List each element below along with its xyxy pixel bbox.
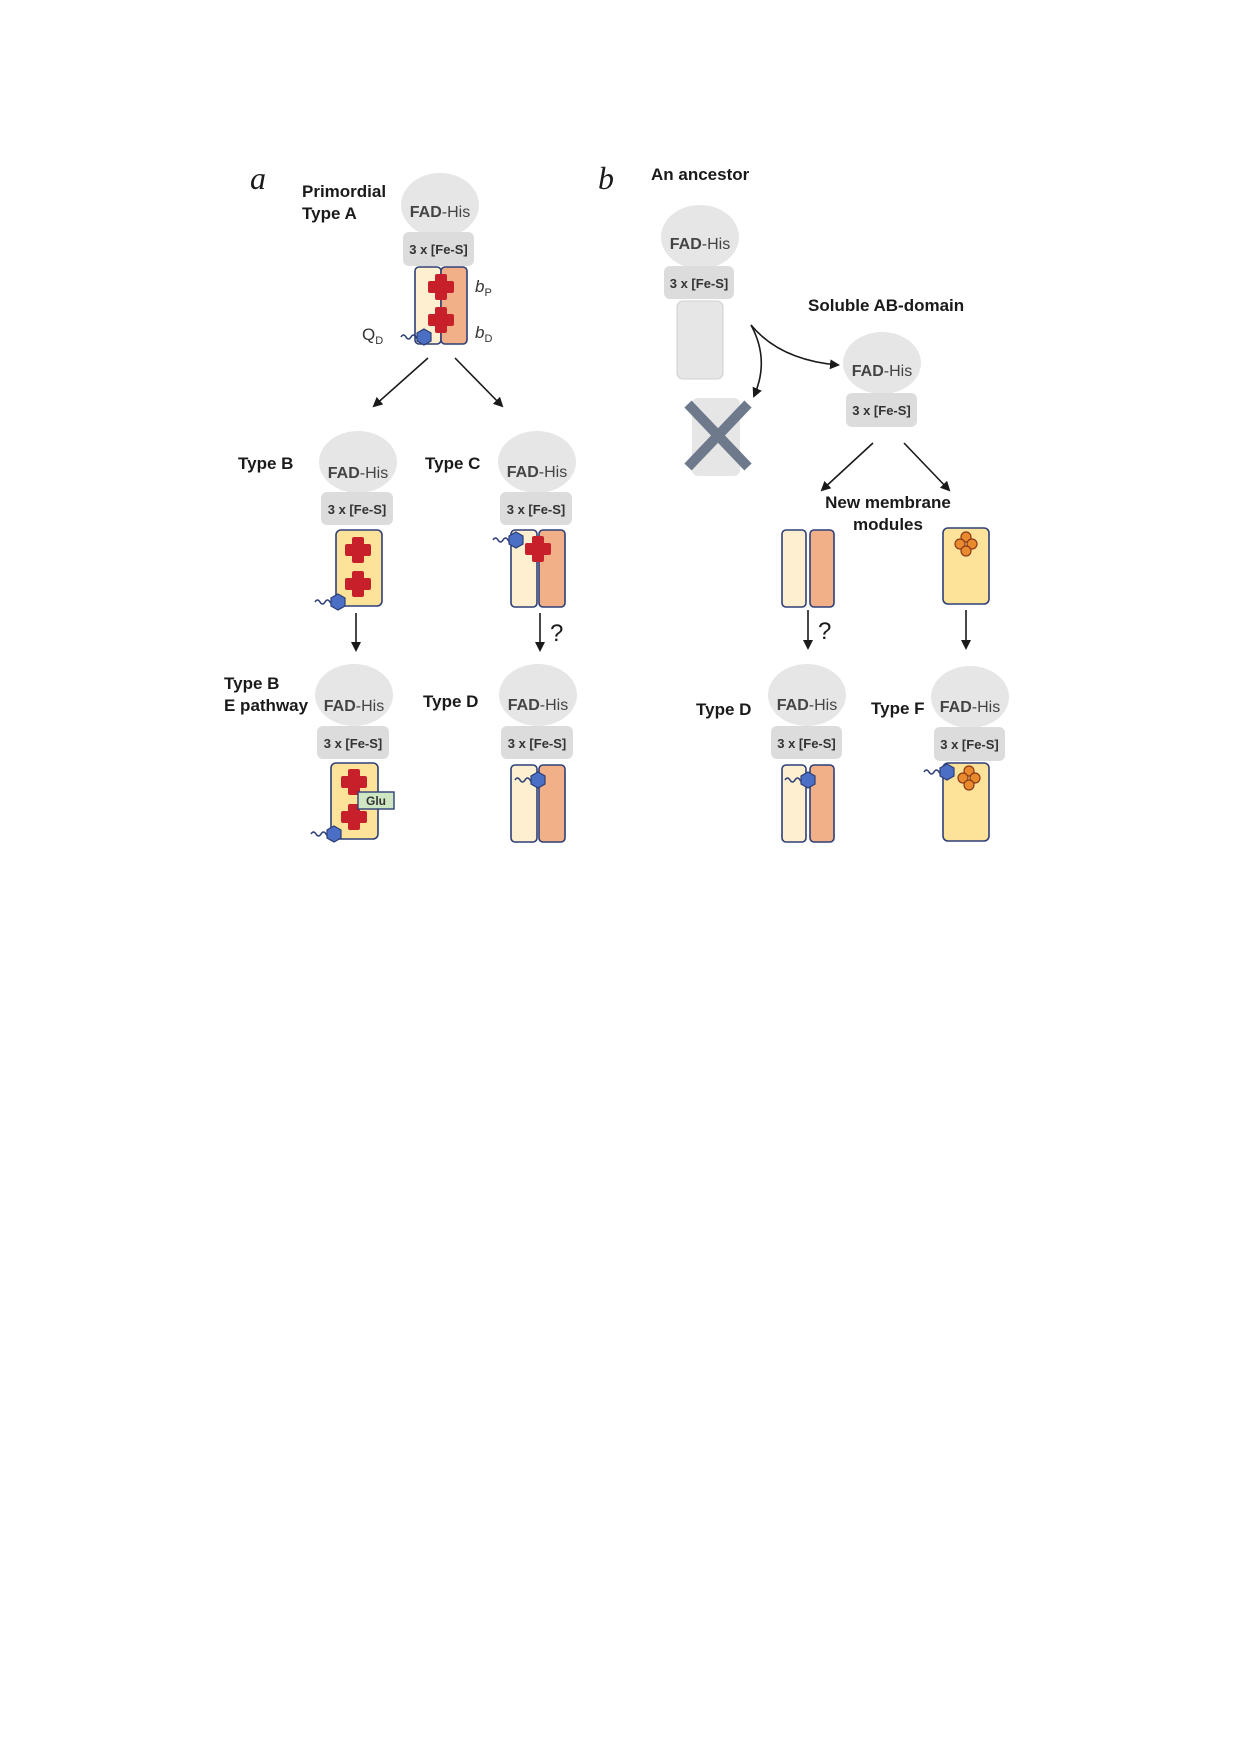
- type-f-complex: FAD-His 3 x [Fe-S]: [923, 666, 1009, 842]
- fes-label: 3 x [Fe-S]: [940, 737, 999, 752]
- glu-residue-box: [357, 791, 395, 810]
- fes-label: 3 x [Fe-S]: [507, 502, 566, 517]
- type-d-label-a: Type D: [423, 692, 478, 711]
- ancestral-membrane-domain: [676, 300, 724, 380]
- fes-label: 3 x [Fe-S]: [670, 276, 729, 291]
- bp-label: bP: [475, 277, 492, 299]
- arrow-soluble-right: [903, 442, 951, 492]
- ancestor-complex: FAD-His 3 x [Fe-S]: [661, 205, 739, 380]
- quinone: [314, 593, 346, 611]
- ancestor-label: An ancestor: [651, 165, 750, 184]
- fes-domain: [846, 393, 917, 427]
- fad-his-label: FAD-His: [777, 697, 837, 714]
- qd-label: QD: [362, 325, 383, 347]
- fes-cofactor-cluster: [957, 765, 981, 791]
- fes-label: 3 x [Fe-S]: [409, 242, 468, 257]
- fad-domain: [843, 332, 921, 394]
- fad-domain: [768, 664, 846, 726]
- soluble-ab-label: Soluble AB-domain: [808, 296, 964, 315]
- type-f-label: Type F: [871, 699, 925, 718]
- fes-label: 3 x [Fe-S]: [324, 736, 383, 751]
- primordial-type-a-complex: FAD-His 3 x [Fe-S]: [400, 173, 479, 346]
- fad-his-label: FAD-His: [508, 697, 568, 714]
- question-mark-c: ?: [550, 620, 563, 647]
- fad-domain: [931, 666, 1009, 728]
- membrane-subunit-light: [781, 764, 807, 843]
- fad-his-label: FAD-His: [940, 699, 1000, 716]
- fes-domain: [500, 492, 572, 525]
- fes-label: 3 x [Fe-S]: [777, 736, 836, 751]
- fes-cofactor-cluster: [954, 531, 978, 557]
- type-b-e-pathway-complex: FAD-His 3 x [Fe-S] Glu: [310, 664, 395, 843]
- fes-label: 3 x [Fe-S]: [852, 403, 911, 418]
- primordial-label-line1: Primordial: [302, 182, 386, 201]
- fes-label: 3 x [Fe-S]: [328, 502, 387, 517]
- soluble-ab-complex: FAD-His 3 x [Fe-S]: [843, 332, 921, 427]
- fad-domain: [401, 173, 479, 237]
- new-membrane-label-line1: New membrane: [825, 493, 951, 512]
- type-b-e-label-line1: Type B: [224, 674, 279, 693]
- new-membrane-label-line2: modules: [853, 515, 923, 534]
- type-c-complex: FAD-His 3 x [Fe-S]: [492, 431, 576, 608]
- new-module-single-subunit: [942, 527, 990, 605]
- fad-his-label: FAD-His: [670, 236, 730, 253]
- arrow-a-to-c: [454, 357, 504, 408]
- fes-label: 3 x [Fe-S]: [508, 736, 567, 751]
- panel-a-letter: a: [250, 160, 266, 196]
- new-module-two-subunit: [781, 529, 835, 608]
- type-b-label: Type B: [238, 454, 293, 473]
- fad-his-label: FAD-His: [507, 464, 567, 481]
- fad-domain: [315, 664, 393, 726]
- fad-domain: [661, 205, 739, 269]
- fad-domain: [319, 431, 397, 493]
- question-mark-b: ?: [818, 618, 831, 645]
- arrow-a-to-b: [372, 357, 429, 408]
- panel-b-letter: b: [598, 160, 614, 196]
- fad-his-label: FAD-His: [410, 204, 470, 221]
- quinone: [310, 825, 342, 843]
- primordial-label-line2: Type A: [302, 204, 357, 223]
- type-b-e-label-line2: E pathway: [224, 696, 309, 715]
- fad-his-label: FAD-His: [328, 465, 388, 482]
- type-d-label-b: Type D: [696, 700, 751, 719]
- fes-domain: [501, 726, 573, 759]
- fes-domain: [403, 232, 474, 266]
- fad-his-label: FAD-His: [324, 698, 384, 715]
- glu-label: Glu: [366, 794, 386, 808]
- type-d-complex-a: FAD-His 3 x [Fe-S]: [499, 664, 577, 843]
- membrane-subunit-light: [781, 529, 807, 608]
- membrane-subunit-orange: [809, 529, 835, 608]
- lost-membrane-domain: [684, 398, 752, 476]
- type-d-complex-b: FAD-His 3 x [Fe-S]: [768, 664, 846, 843]
- arrow-soluble-left: [820, 442, 874, 492]
- fes-domain: [317, 726, 389, 759]
- fad-his-label: FAD-His: [852, 363, 912, 380]
- quinone: [923, 763, 955, 781]
- membrane-subunit-orange: [809, 764, 835, 843]
- quinone: [492, 531, 524, 549]
- bd-label: bD: [475, 323, 492, 345]
- arrow-ancestor-to-lost: [750, 324, 763, 398]
- type-c-label: Type C: [425, 454, 480, 473]
- fes-domain: [934, 727, 1005, 761]
- fes-domain: [664, 266, 734, 299]
- fad-domain: [498, 431, 576, 493]
- arrow-ancestor-to-soluble: [750, 324, 840, 370]
- cross-mark-line-2: [684, 400, 752, 471]
- type-b-complex: FAD-His 3 x [Fe-S]: [314, 431, 397, 611]
- fad-domain: [499, 664, 577, 726]
- fes-domain: [771, 726, 842, 759]
- fes-domain: [321, 492, 393, 525]
- membrane-subunit-yellow: [942, 527, 990, 605]
